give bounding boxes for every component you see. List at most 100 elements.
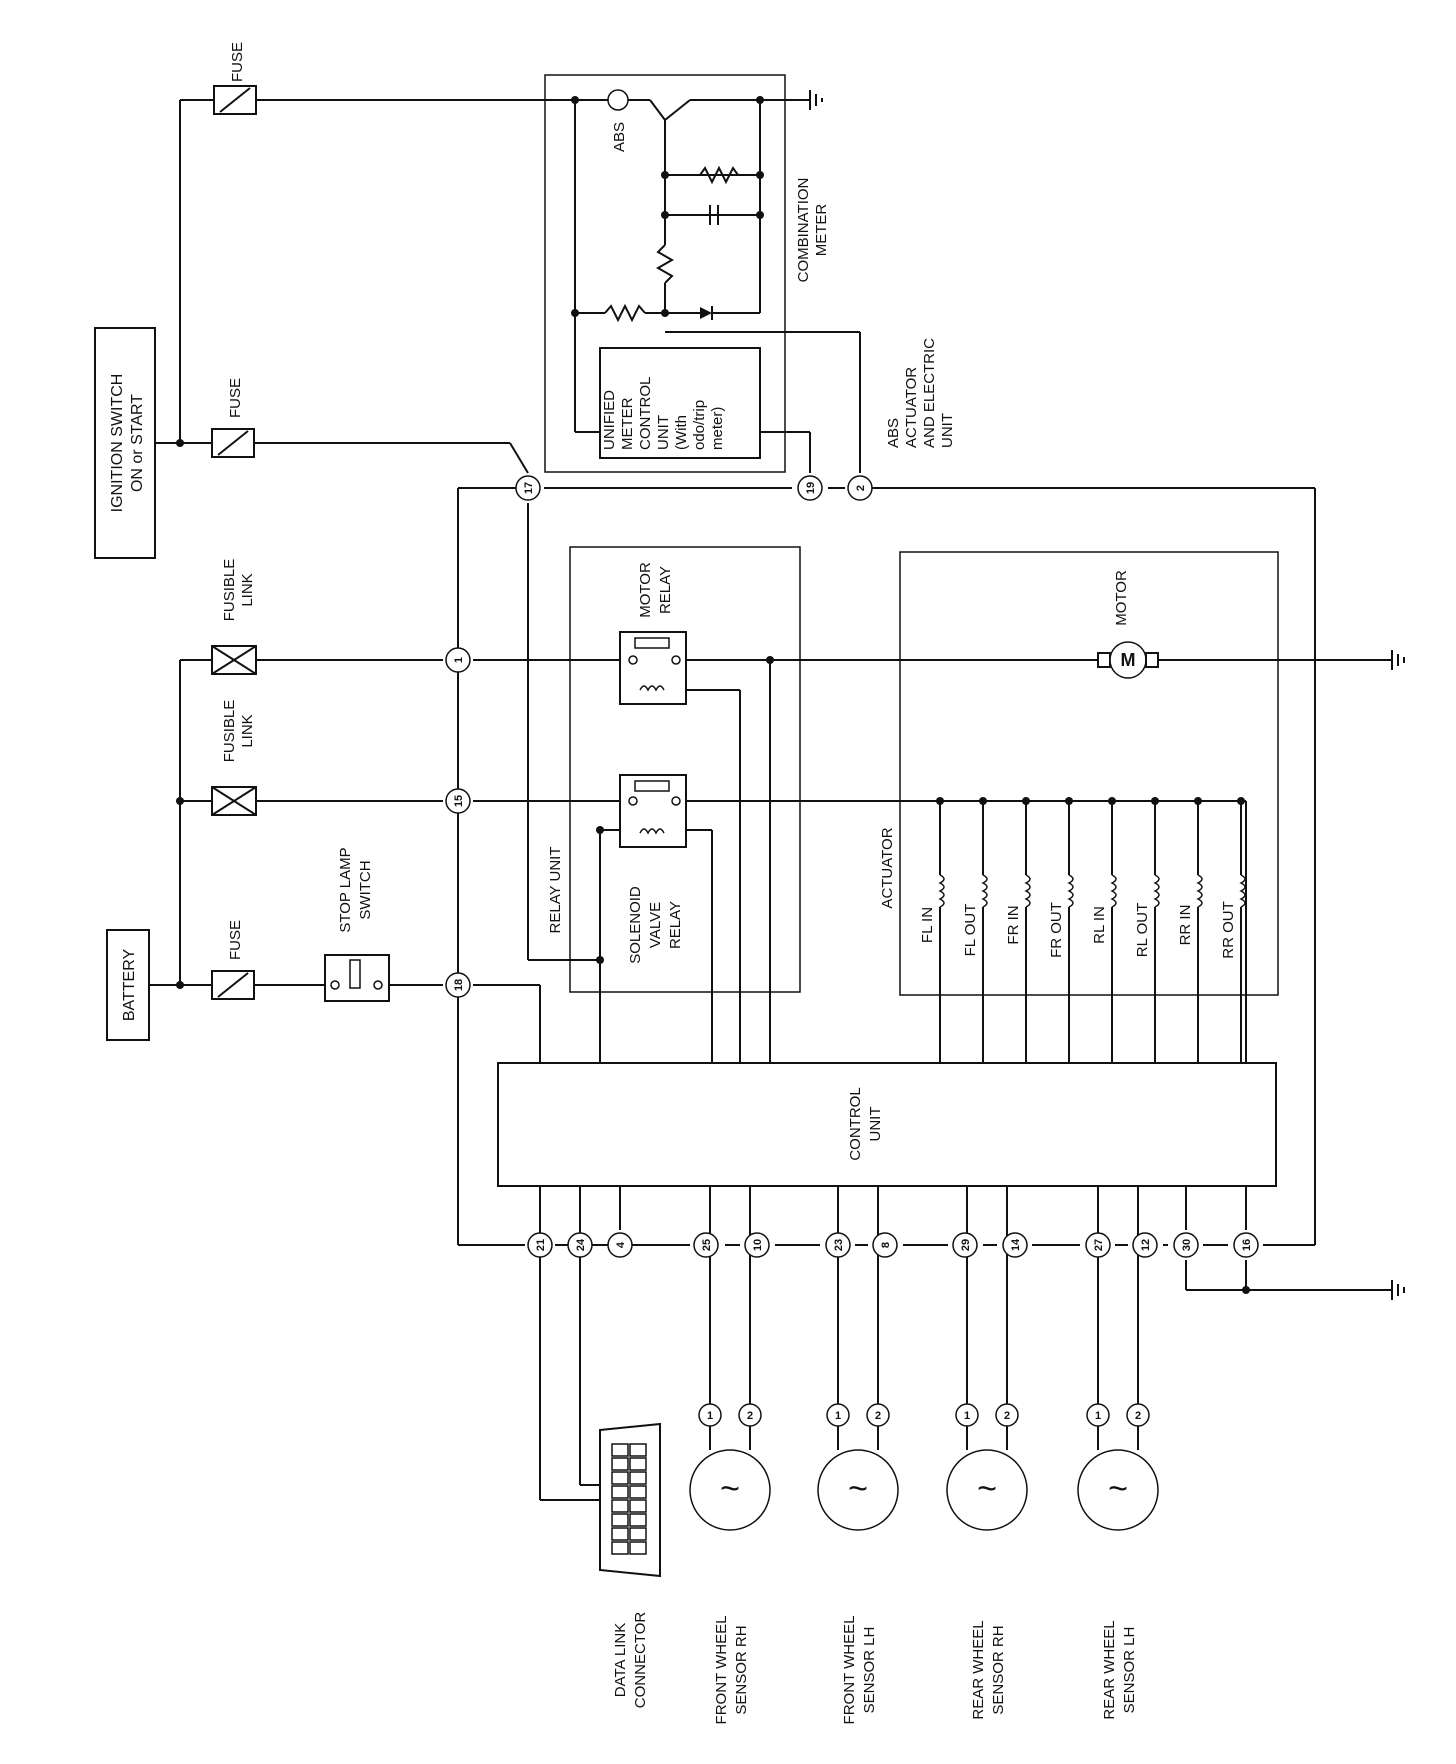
dlc-pin — [629, 1541, 647, 1555]
stop-lamp-switch: STOP LAMP SWITCH — [324, 847, 390, 1002]
sensor-pin-label: 2 — [1135, 1410, 1141, 1422]
battery-label: BATTERY — [121, 949, 138, 1022]
actuator-motor-box: M MOTOR ACTUATOR FL IN FL OUT FR IN FR OUT R… — [770, 551, 1405, 1063]
umcu-line-5: (With — [673, 415, 690, 450]
dlc-pin — [611, 1513, 629, 1527]
connector-pin-8: 8 — [872, 1232, 898, 1258]
connector-pin-18: 18 — [445, 972, 471, 998]
sine-wave-icon: ~ — [1108, 1470, 1128, 1508]
actuator-coil-rl-out: RL OUT — [1134, 797, 1160, 1063]
sensor-pin-label: 1 — [835, 1410, 841, 1422]
actuator-coil-fl-out: FL OUT — [962, 797, 988, 1063]
connector-pin-21: 21 — [527, 1232, 553, 1258]
sensor-pin-label: 2 — [747, 1410, 753, 1422]
umcu-line-1: UNIFIED — [601, 390, 618, 450]
dlc-pin — [629, 1485, 647, 1499]
svg-text:29: 29 — [960, 1239, 972, 1251]
umcu-line-6: odo/trip — [691, 400, 708, 450]
dlc-pin — [629, 1471, 647, 1485]
connector-pin-19: 19 — [797, 475, 823, 501]
connector-pin-16: 16 — [1233, 1232, 1259, 1258]
connector-pin-17: 17 — [515, 475, 541, 501]
data-link-connector-label-2: CONNECTOR — [632, 1612, 649, 1709]
sensor-label: FRONT WHEEL — [713, 1616, 730, 1725]
solenoid-relay-label-3: RELAY — [667, 901, 684, 949]
fuse-battery: FUSE — [211, 920, 255, 1000]
fusible-link-solenoid-label-2: LINK — [239, 714, 256, 747]
actuator-coil-label: RR OUT — [1220, 901, 1237, 959]
dlc-pin — [611, 1485, 629, 1499]
actuator-coil-label: FR OUT — [1048, 902, 1065, 958]
actuator-coil-label: RR IN — [1177, 905, 1194, 946]
sine-wave-icon: ~ — [720, 1470, 740, 1508]
actuator-coil-fr-in: FR IN — [1005, 797, 1031, 1063]
dlc-pin — [629, 1527, 647, 1541]
fusible-link-motor-label-2: LINK — [239, 573, 256, 606]
svg-text:16: 16 — [1241, 1239, 1253, 1251]
actuator-coil-label: FL IN — [919, 907, 936, 943]
umcu-line-2: METER — [619, 397, 636, 450]
stop-lamp-switch-label: STOP LAMP — [337, 847, 354, 932]
sensor-label: FRONT WHEEL — [841, 1616, 858, 1725]
stop-lamp-switch-label-2: SWITCH — [357, 860, 374, 919]
abs-actuator-unit-label: ABS ACTUATOR AND ELECTRIC UNIT — [885, 338, 956, 448]
ignition-switch-box: IGNITION SWITCH ON or START — [94, 327, 156, 559]
sensor-label: REAR WHEEL — [1101, 1620, 1118, 1719]
motor-symbol: M — [1121, 650, 1136, 670]
combination-meter-label: COMBINATION — [795, 178, 812, 283]
svg-text:27: 27 — [1093, 1239, 1105, 1251]
sensor-pin-label: 1 — [964, 1410, 970, 1422]
battery-box: BATTERY — [106, 929, 150, 1041]
dlc-pin — [611, 1457, 629, 1471]
dlc-pin — [629, 1443, 647, 1457]
data-link-connector: DATA LINK CONNECTOR — [599, 1422, 661, 1709]
sensor-pin-label: 1 — [707, 1410, 713, 1422]
actuator-coil-label: FR IN — [1005, 905, 1022, 944]
fuse-top-label: FUSE — [229, 42, 246, 82]
motor-label: MOTOR — [1113, 570, 1130, 626]
svg-text:19: 19 — [805, 482, 817, 494]
dlc-pin — [629, 1513, 647, 1527]
sensor-label-2: SENSOR LH — [1121, 1627, 1138, 1714]
abs-unit-line-1: ABS — [885, 418, 902, 448]
sensor-label-2: SENSOR LH — [861, 1627, 878, 1714]
sensor-pin-label: 2 — [1004, 1410, 1010, 1422]
dlc-pin — [611, 1471, 629, 1485]
actuator-coil-fr-out: FR OUT — [1048, 797, 1074, 1063]
svg-text:1: 1 — [453, 657, 465, 663]
actuator-coils: FL IN FL OUT FR IN FR OUT RL IN RL OUT RR IN RR… — [919, 797, 1246, 1063]
connector-pin-29: 29 — [952, 1232, 978, 1258]
fuse-ignition-label: FUSE — [227, 378, 244, 418]
combination-meter-label-2: METER — [813, 204, 830, 257]
solenoid-relay-label-2: VALVE — [647, 902, 664, 948]
dlc-pin — [611, 1527, 629, 1541]
dlc-pin — [629, 1457, 647, 1471]
unified-meter-control-unit: UNIFIED METER CONTROL UNIT (With odo/tri… — [599, 331, 861, 473]
abs-unit-line-2: ACTUATOR — [903, 367, 920, 448]
sensor-coil-icon — [1077, 1449, 1159, 1531]
actuator-coil-rl-in: RL IN — [1091, 797, 1117, 1063]
actuator-label: ACTUATOR — [879, 827, 896, 908]
dlc-pin — [611, 1499, 629, 1513]
ignition-switch-label: IGNITION SWITCH — [109, 374, 126, 513]
connector-pin-4: 4 — [607, 1232, 633, 1258]
fusible-link-motor: FUSIBLE LINK — [211, 559, 257, 675]
control-unit-label-2: UNIT — [867, 1107, 884, 1142]
actuator-coil-label: RL OUT — [1134, 903, 1151, 957]
svg-text:25: 25 — [701, 1239, 713, 1251]
unified-meter-control-unit-text: UNIFIED METER CONTROL UNIT (With odo/tri… — [601, 377, 726, 450]
actuator-coil-rr-out: RR OUT — [1220, 797, 1246, 1063]
motor-relay-label-2: RELAY — [657, 566, 674, 614]
svg-text:17: 17 — [523, 482, 535, 494]
svg-text:23: 23 — [833, 1239, 845, 1251]
ignition-switch-state-label: ON or START — [129, 394, 146, 492]
umcu-line-3: CONTROL — [637, 377, 654, 450]
dlc-pin — [611, 1541, 629, 1555]
connector-pin-15: 15 — [445, 788, 471, 814]
feed-wiring — [149, 99, 620, 1246]
dlc-pin — [629, 1499, 647, 1513]
